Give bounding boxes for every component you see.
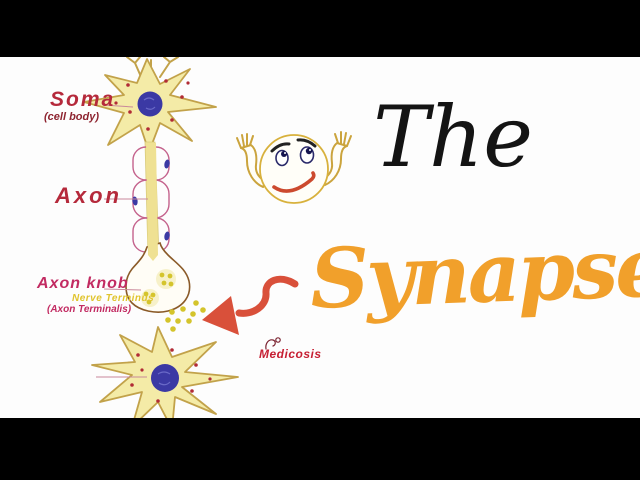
- face-eyes: [275, 146, 315, 167]
- title-word-synapse: Synapse: [308, 219, 640, 328]
- neurotransmitter-dots: [165, 300, 206, 332]
- nissl-bodies: [114, 79, 190, 131]
- soma-sublabel: (cell body): [44, 111, 100, 123]
- axon-knob-shape: [125, 143, 191, 313]
- nerve-terminus-label: Nerve Terminus: [72, 293, 155, 304]
- axon-label: Axon: [55, 183, 122, 208]
- label-pointer-lines: [96, 104, 148, 378]
- synaptic-vesicles: [141, 269, 176, 307]
- axon-terminalis-label: (Axon Terminalis): [47, 304, 132, 315]
- nissl-bodies-2: [130, 348, 212, 403]
- bottom-letterbox-bar: [0, 418, 640, 480]
- curved-arrow-icon: [202, 275, 299, 335]
- stethoscope-icon: [265, 337, 281, 350]
- shrugging-face-icon: [236, 131, 352, 204]
- postsynaptic-nucleus: [151, 364, 179, 392]
- neuron-diagram: [83, 57, 239, 418]
- face-head: [259, 134, 329, 204]
- whiteboard-canvas: Soma (cell body) Axon Axon knob Nerve Te…: [0, 57, 640, 418]
- top-letterbox-bar: [0, 0, 640, 57]
- face-eyebrows: [270, 138, 317, 153]
- watermark-logo-text: Medicosis: [259, 347, 322, 361]
- title-word-the: The: [373, 88, 533, 186]
- postsynaptic-neuron: [91, 326, 239, 418]
- soma-nucleus: [137, 91, 163, 117]
- face-mouth: [272, 171, 316, 193]
- face-arms: [236, 131, 352, 188]
- soma-label: Soma: [50, 88, 116, 111]
- axon-knob-label: Axon knob: [37, 275, 129, 292]
